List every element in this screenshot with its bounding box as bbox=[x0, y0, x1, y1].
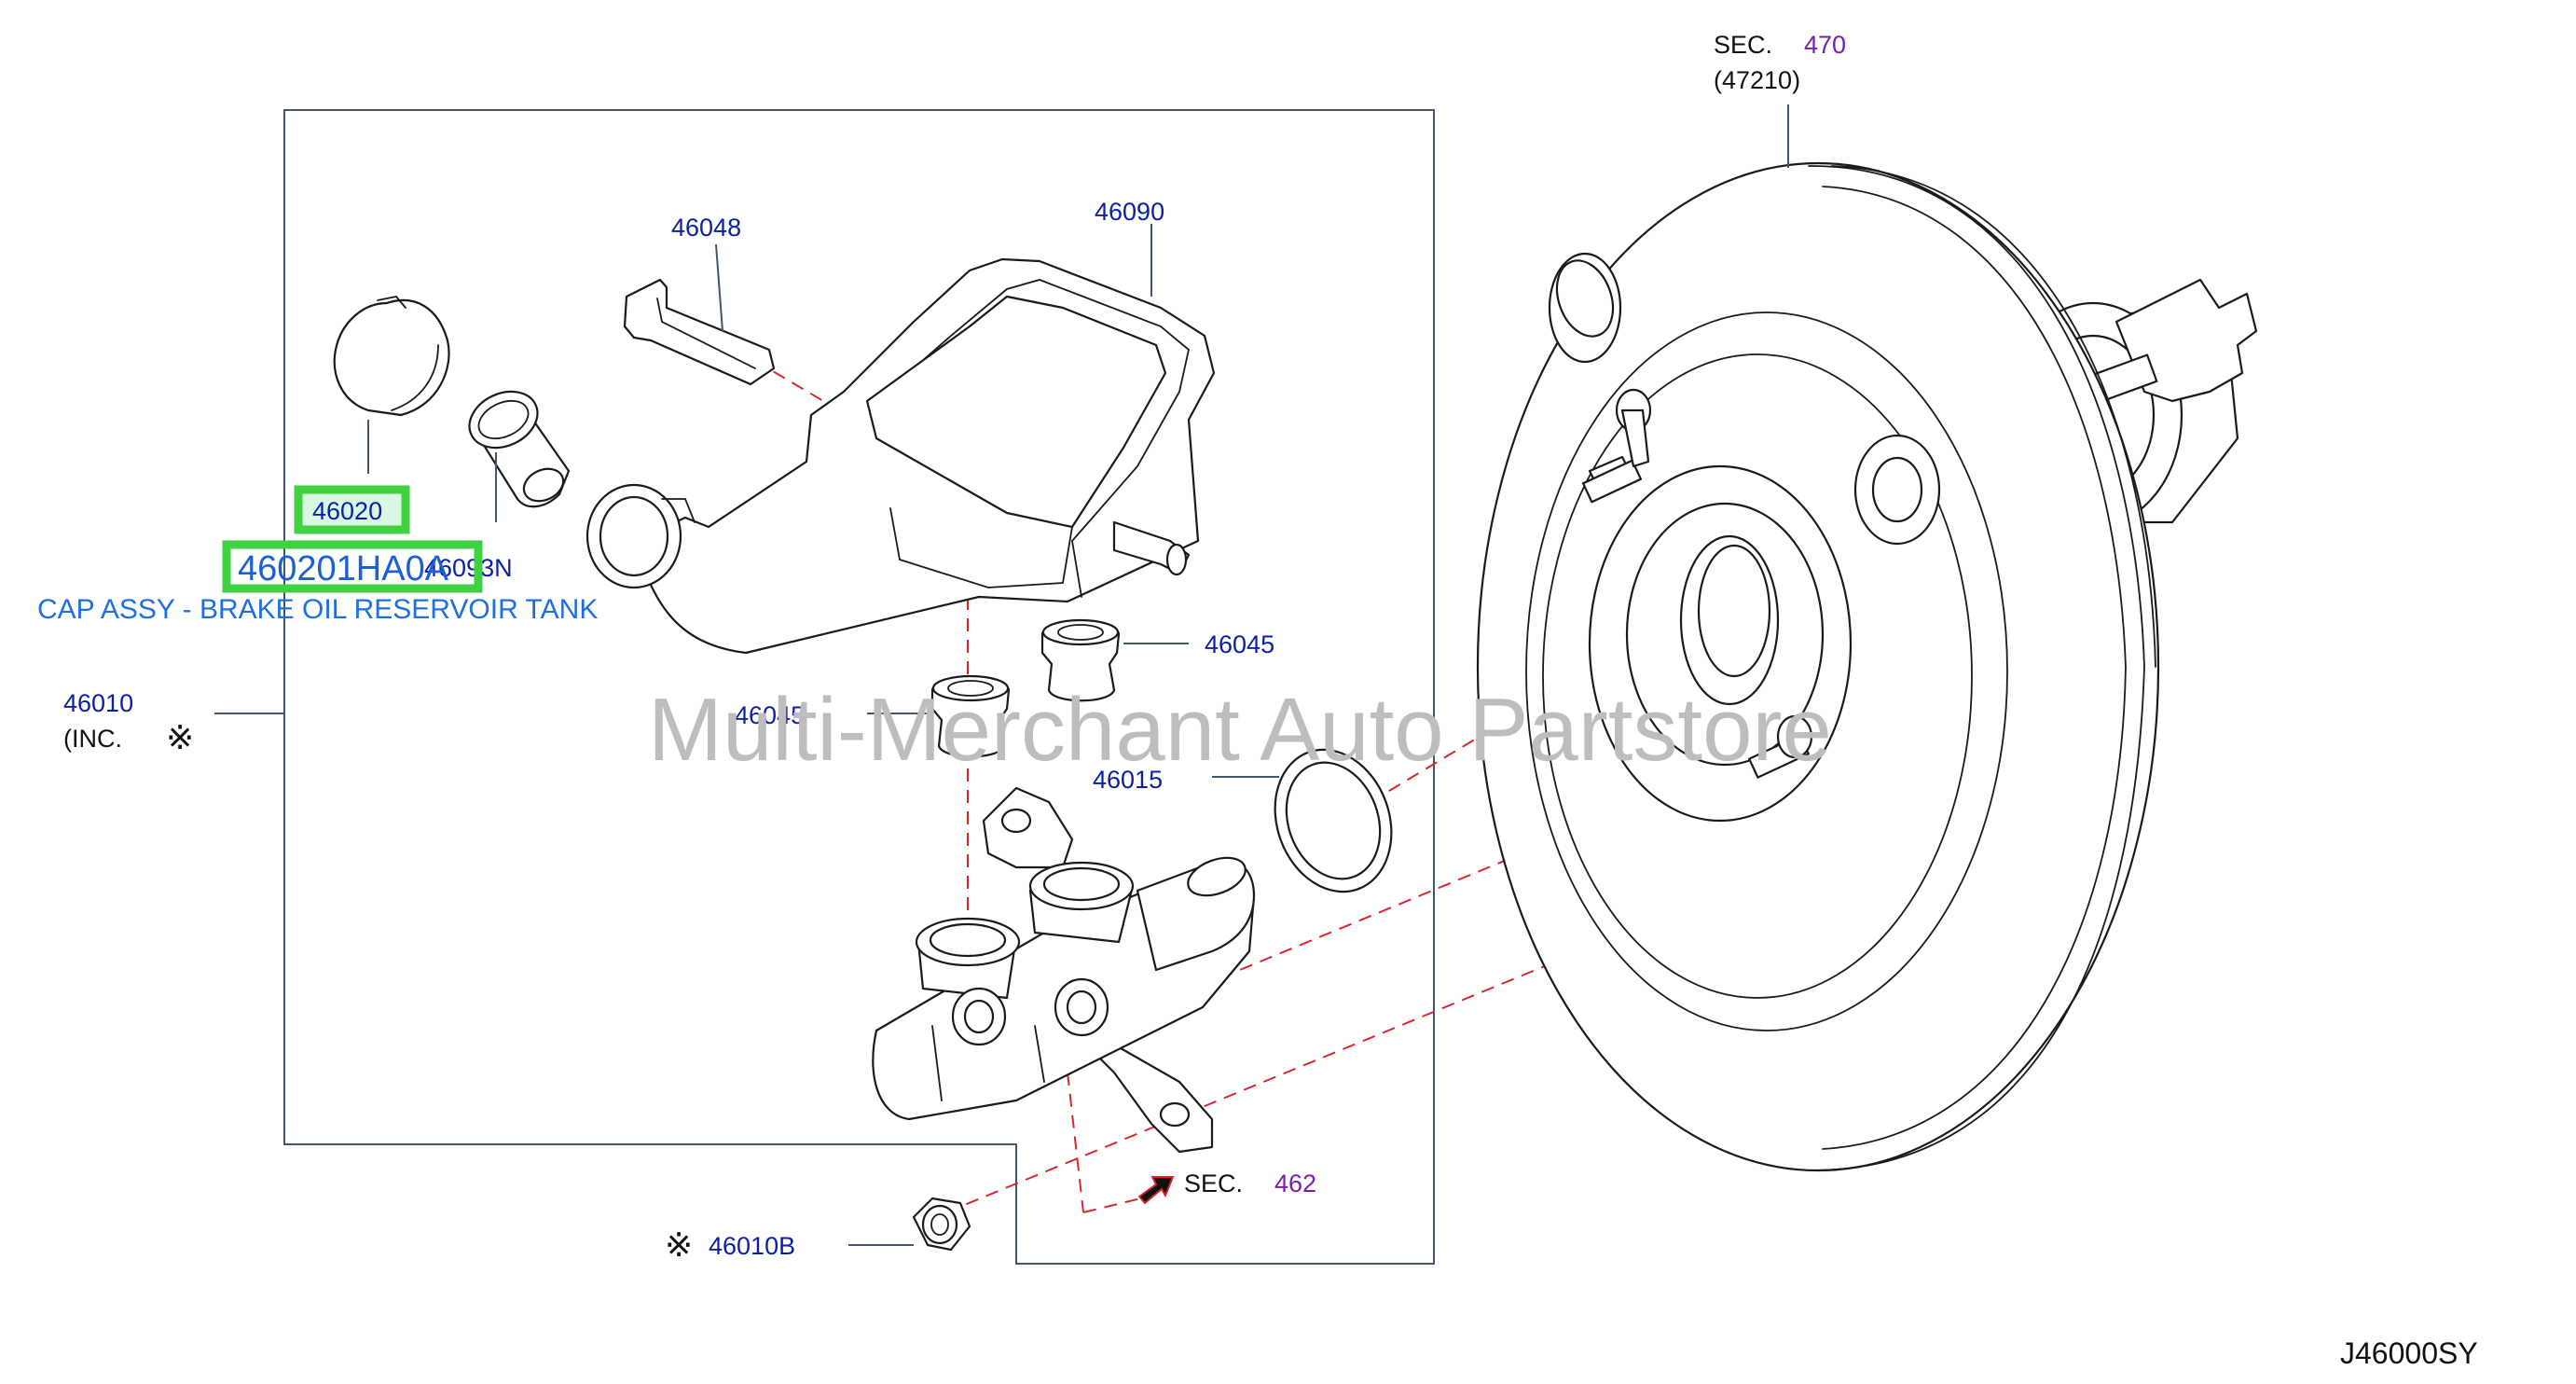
strainer bbox=[468, 390, 571, 508]
master-cylinder bbox=[872, 786, 1256, 1154]
label-46048[interactable]: 46048 bbox=[671, 214, 741, 242]
highlight-part-number-box bbox=[222, 540, 483, 593]
sec-462-prefix: SEC. bbox=[1184, 1169, 1243, 1197]
label-46020[interactable]: 46020 bbox=[312, 497, 382, 525]
highlight-part-number[interactable]: 460201HA0A bbox=[238, 549, 449, 588]
label-46010b[interactable]: 46010B bbox=[709, 1232, 795, 1260]
label-46090[interactable]: 46090 bbox=[1095, 198, 1164, 226]
inc-mark: ※ bbox=[166, 719, 194, 757]
level-sensor bbox=[623, 278, 776, 386]
watermark: Multi-Merchant Auto Partstore bbox=[648, 680, 1832, 780]
highlight-description: CAP ASSY - BRAKE OIL RESERVOIR TANK bbox=[37, 594, 598, 625]
sec-470-prefix: SEC. bbox=[1714, 31, 1772, 59]
label-46045-left[interactable]: 46045 bbox=[735, 701, 805, 729]
label-46093n[interactable]: 46093N bbox=[424, 554, 513, 582]
o-ring bbox=[1274, 748, 1393, 893]
label-46010b-mark: ※ bbox=[665, 1226, 693, 1265]
assembly-frame bbox=[283, 109, 1435, 1265]
highlight-46020-fill bbox=[298, 490, 406, 530]
label-47210: (47210) bbox=[1714, 66, 1800, 94]
highlight-46020-box bbox=[294, 485, 410, 534]
grommet-right bbox=[1040, 618, 1121, 702]
leader-lines bbox=[214, 104, 1789, 1246]
sec-470-number[interactable]: 470 bbox=[1804, 31, 1846, 59]
label-46010[interactable]: 46010 bbox=[63, 689, 133, 717]
reservoir-cap bbox=[333, 296, 450, 417]
nut-46010b bbox=[912, 1197, 971, 1252]
footer-code: J46000SY bbox=[2340, 1336, 2478, 1370]
label-46015[interactable]: 46015 bbox=[1093, 766, 1163, 794]
inc-text: (INC. bbox=[63, 725, 122, 753]
reservoir-tank bbox=[585, 257, 1216, 655]
brake-booster bbox=[1476, 161, 2258, 1172]
arrow-icon bbox=[1137, 1176, 1175, 1205]
label-46045-right[interactable]: 46045 bbox=[1205, 630, 1274, 658]
sec-462-number[interactable]: 462 bbox=[1274, 1169, 1316, 1197]
grommet-left bbox=[930, 674, 1011, 758]
